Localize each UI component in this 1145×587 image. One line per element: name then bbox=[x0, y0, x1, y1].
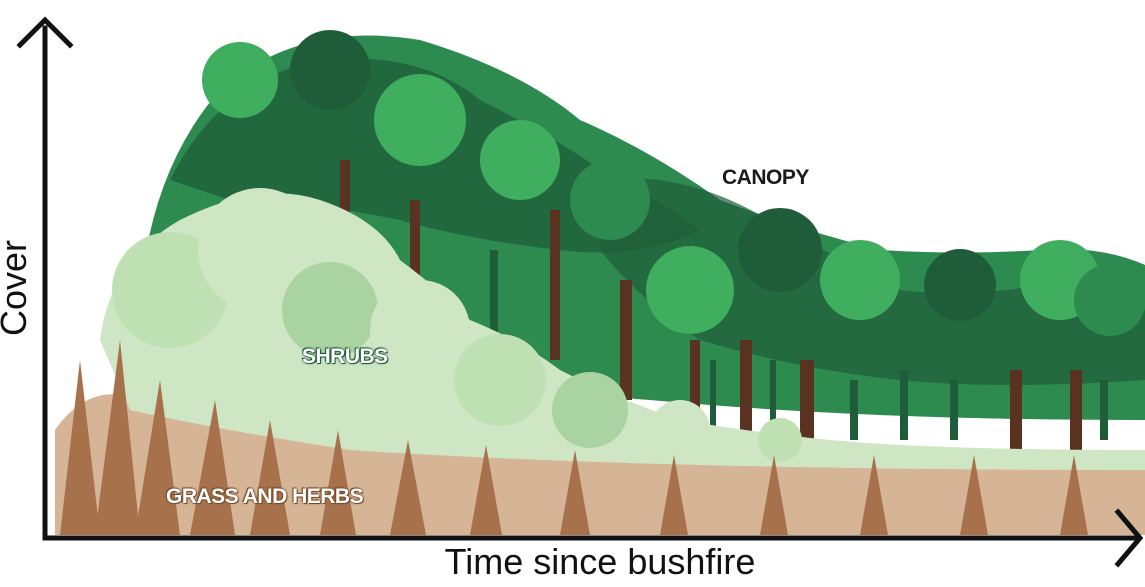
y-axis-title: Cover bbox=[0, 228, 34, 348]
grass-label: GRASS AND HERBS bbox=[166, 485, 363, 509]
canopy-label: CANOPY bbox=[722, 166, 809, 190]
x-axis-title: Time since bushfire bbox=[300, 540, 900, 584]
shrubs-label: SHRUBS bbox=[302, 345, 388, 369]
